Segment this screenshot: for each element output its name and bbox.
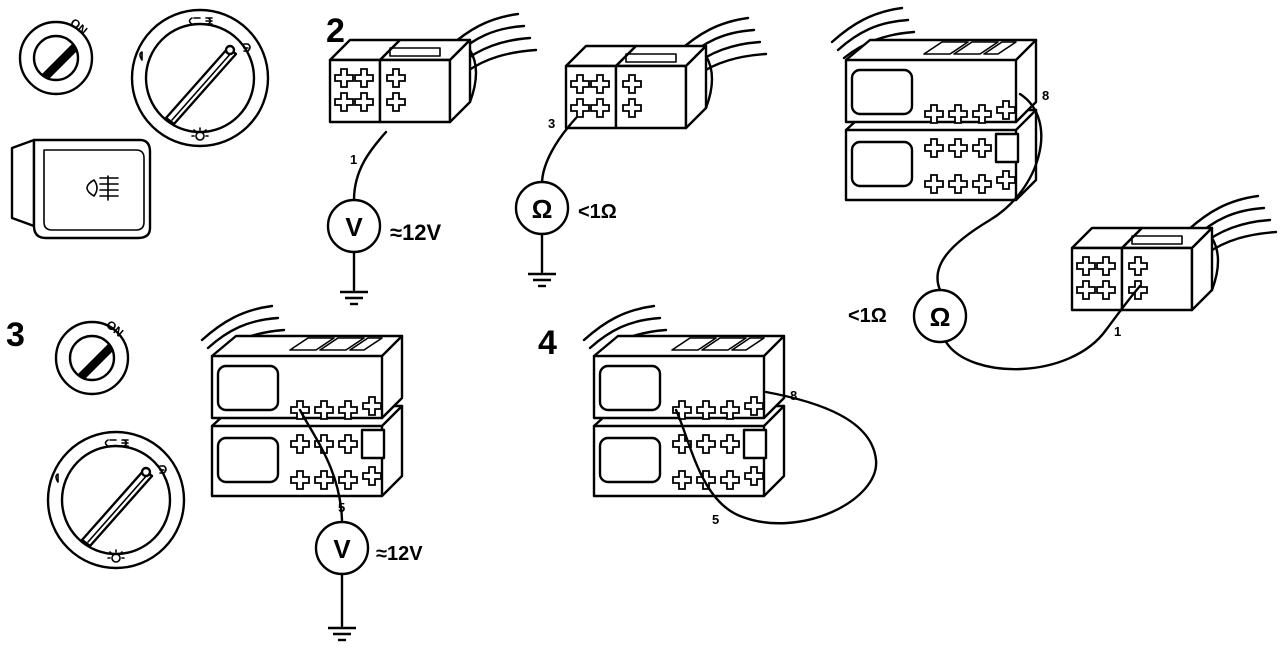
ohmmeter-icon: Ω [912,288,968,344]
ground-icon [338,290,370,306]
voltmeter-symbol-2: V [333,534,351,564]
reading-ohm-top: <1Ω [578,201,617,223]
light-switch-icon [130,8,270,148]
fog-light-switch-icon [10,138,152,240]
step-3-label: 3 [6,316,25,354]
ohmmeter-symbol-right: Ω [930,302,951,332]
reading-12v-top: ≈12V [390,220,442,245]
ohmmeter-symbol: Ω [532,194,553,224]
connector-icon [830,6,1036,200]
connector-icon [330,12,538,122]
pin-3-label: 3 [548,116,555,131]
voltmeter-icon: V [314,520,370,576]
pin-1-right-label: 1 [1114,324,1121,339]
pin-8-step4-label: 8 [790,388,797,403]
ohmmeter-icon: Ω [514,180,570,236]
voltmeter-symbol: V [345,212,363,242]
connector-icon [1072,194,1278,310]
reading-ohm-right: <1Ω [848,305,887,327]
step-4-label: 4 [538,324,557,362]
reading-12v-bottom: ≈12V [376,543,423,565]
light-switch-icon [46,430,186,570]
connector-icon [582,304,784,496]
ground-icon [526,272,558,288]
connector-icon [566,16,768,128]
ground-icon [326,626,358,642]
step-2-label: 2 [326,12,345,50]
pin-5-step4-label: 5 [712,512,719,527]
pin-1-label: 1 [350,152,357,167]
pin-8-top-label: 8 [1042,88,1049,103]
voltmeter-icon: V [326,198,382,254]
connector-icon [200,304,402,496]
